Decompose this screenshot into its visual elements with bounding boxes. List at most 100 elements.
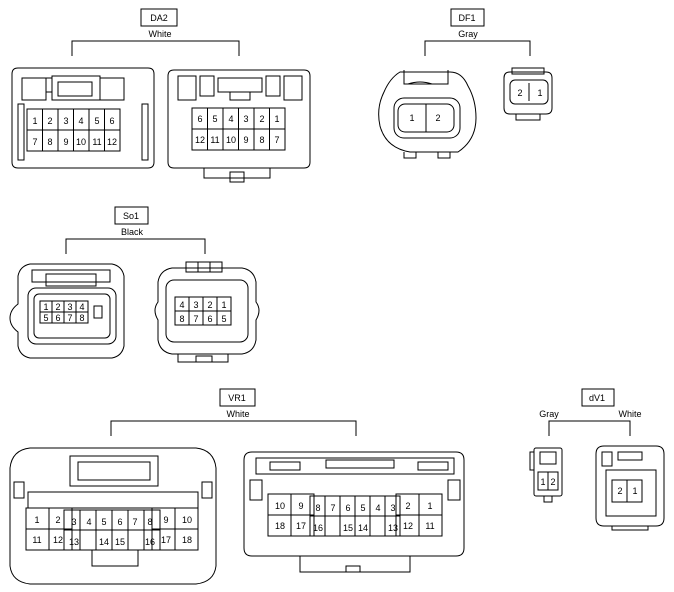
pin: 1: [221, 300, 226, 310]
pin: 7: [330, 503, 335, 513]
tag-box-df1: [450, 8, 485, 27]
pin: 10: [76, 137, 86, 147]
pin: 10: [275, 501, 285, 511]
pin: 3: [390, 503, 395, 513]
pin: 4: [228, 114, 233, 124]
pin: 11: [210, 135, 219, 145]
tag-box-da2: [140, 8, 178, 27]
pin: 7: [32, 137, 37, 147]
pin: 12: [53, 535, 63, 545]
pin: 6: [207, 314, 212, 324]
pin: 1: [34, 515, 39, 525]
pin: 1: [274, 114, 279, 124]
pin: 6: [345, 503, 350, 513]
pin: 11: [32, 535, 41, 545]
pin: 1: [32, 116, 37, 126]
color-da2: White: [148, 29, 171, 39]
bracket-df1: [424, 40, 531, 56]
pin: 5: [94, 116, 99, 126]
pin: 2: [435, 113, 440, 123]
pin: 7: [132, 517, 137, 527]
pin: 2: [517, 88, 522, 98]
group-so1: So1 Black 1 2 3 4 5 6 7 8: [9, 206, 260, 363]
pin: 4: [86, 517, 91, 527]
tag-dv1: dV1: [589, 393, 605, 403]
pin: 2: [55, 515, 60, 525]
pin: 2: [550, 477, 555, 487]
pin: 8: [47, 137, 52, 147]
connector-df1-male: 2 1: [503, 67, 553, 121]
pin: 18: [182, 535, 192, 545]
connector-dv1-female: 2 1: [595, 445, 665, 531]
bracket-da2: [71, 40, 240, 56]
pin: 17: [161, 535, 171, 545]
pin: 2: [47, 116, 52, 126]
pin: 2: [207, 300, 212, 310]
connector-df1-female: 1 2: [378, 70, 477, 159]
group-vr1: VR1 White 1 2: [9, 388, 465, 585]
group-da2: DA2 White 1 2 3 4 5: [11, 8, 311, 183]
pin: 8: [147, 517, 152, 527]
pin: 16: [313, 523, 323, 533]
pin: 1: [537, 88, 542, 98]
tag-so1: So1: [123, 211, 139, 221]
pin: 2: [55, 302, 60, 312]
tag-box-so1: [114, 206, 149, 225]
pin: 12: [403, 521, 413, 531]
pin: 17: [296, 521, 306, 531]
pin: 9: [243, 135, 248, 145]
pin: 5: [212, 114, 217, 124]
pin: 1: [632, 486, 637, 496]
group-dv1: dV1 Gray White 1 2 2 1: [529, 388, 665, 531]
pin: 14: [358, 523, 368, 533]
pin: 16: [145, 537, 155, 547]
pin: 7: [67, 313, 72, 323]
pin: 1: [43, 302, 48, 312]
pin: 15: [115, 537, 125, 547]
color-dv1-white: White: [618, 409, 641, 419]
pin: 2: [259, 114, 264, 124]
bracket-so1: [65, 238, 206, 254]
pin: 9: [298, 501, 303, 511]
pin: 3: [63, 116, 68, 126]
pin: 4: [179, 300, 184, 310]
pin: 12: [107, 137, 117, 147]
pin: 3: [243, 114, 248, 124]
pin: 5: [43, 313, 48, 323]
pin: 8: [259, 135, 264, 145]
pin: 1: [540, 477, 545, 487]
pin: 6: [117, 517, 122, 527]
pin: 2: [617, 486, 622, 496]
pin: 13: [69, 537, 79, 547]
pin: 3: [67, 302, 72, 312]
pin: 4: [375, 503, 380, 513]
tag-box-vr1: [219, 388, 256, 407]
color-so1: Black: [121, 227, 144, 237]
pin: 5: [101, 517, 106, 527]
pin: 3: [71, 517, 76, 527]
pin: 5: [360, 503, 365, 513]
tag-da2: DA2: [150, 13, 168, 23]
pin: 8: [315, 503, 320, 513]
pin: 1: [427, 501, 432, 511]
color-dv1-gray: Gray: [539, 409, 559, 419]
pin: 4: [79, 302, 84, 312]
pin: 8: [179, 314, 184, 324]
pin: 9: [63, 137, 68, 147]
tag-box-dv1: [581, 388, 615, 407]
color-vr1: White: [226, 409, 249, 419]
tag-df1: DF1: [458, 13, 475, 23]
pin: 6: [55, 313, 60, 323]
pin: 1: [409, 113, 414, 123]
pin: 13: [388, 523, 398, 533]
connector-da2-male: 6 5 4 3 2 1 12 11 10 9 8 7: [167, 69, 311, 183]
connector-da2-female: 1 2 3 4 5 6 7 8 9 10 11 12: [11, 67, 155, 169]
pin: 4: [78, 116, 83, 126]
pin: 8: [79, 313, 84, 323]
pin: 14: [99, 537, 109, 547]
connector-so1-female: 1 2 3 4 5 6 7 8: [9, 263, 125, 359]
pin: 12: [195, 135, 205, 145]
pin: 11: [425, 521, 434, 531]
pin: 6: [197, 114, 202, 124]
